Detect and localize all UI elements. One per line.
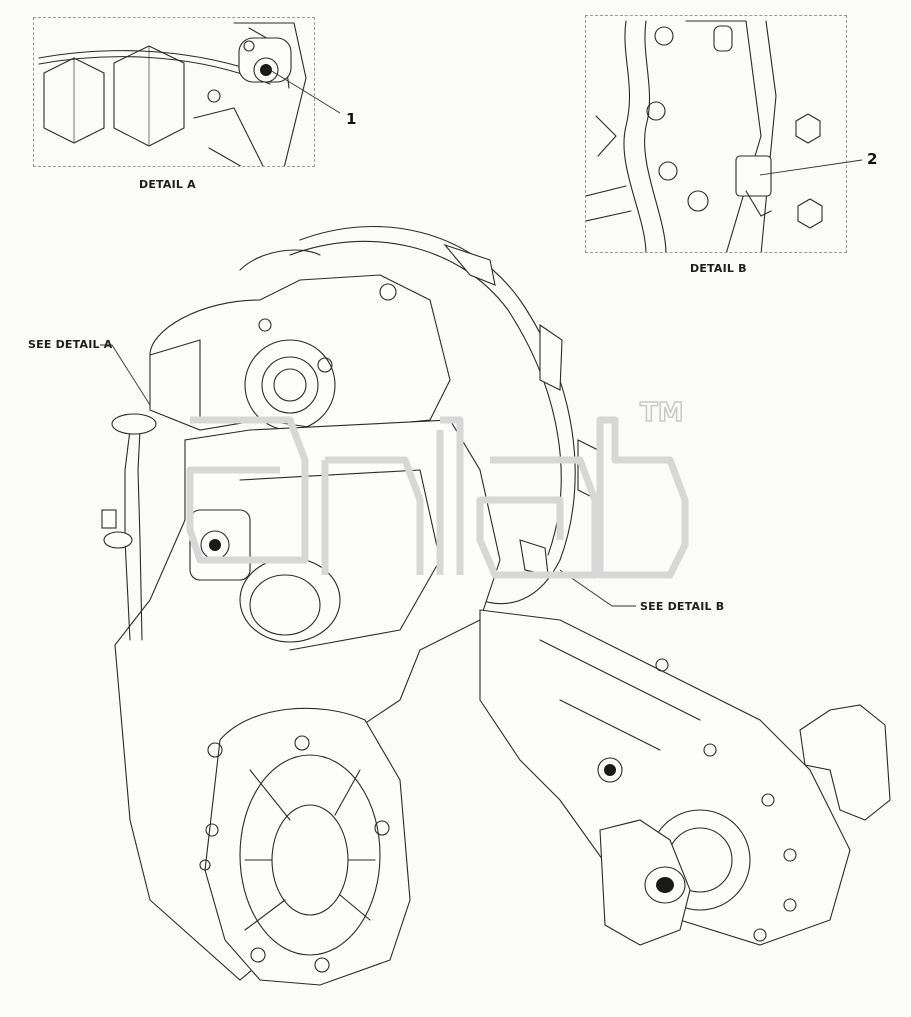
dipstick [124,429,131,641]
detail-a-caption: DETAIL A [139,178,196,191]
detail-b-frame [585,15,847,253]
callout-2: 2 [867,150,878,168]
output-yoke-upper [799,704,891,821]
callout-1: 1 [346,110,357,128]
watermark [186,416,689,579]
rear-transfer-case [479,609,851,946]
detail-b-caption: DETAIL B [690,262,747,275]
detail-b-drawing [586,20,823,252]
leader-see-a [100,344,151,406]
see-detail-a-label: SEE DETAIL A [28,338,113,351]
detail-a-frame [33,17,315,167]
watermark-trademark: TM [639,397,684,429]
detail-a-drawing [38,22,307,166]
see-detail-b-label: SEE DETAIL B [640,600,725,613]
leader-1 [269,69,341,114]
leader-2 [759,159,863,176]
leader-see-b [559,569,636,607]
upper-pump-body [149,274,451,431]
